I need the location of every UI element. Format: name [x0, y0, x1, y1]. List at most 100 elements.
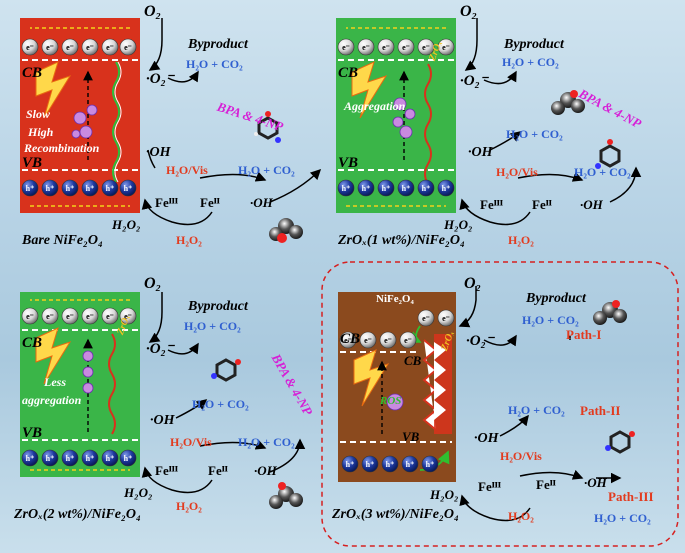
h2o-vis-label: H₂O/Vis — [500, 449, 542, 463]
electron-ball — [337, 38, 355, 56]
oh-label: ·OH — [474, 431, 499, 446]
cb-label-left: CB — [340, 331, 361, 347]
hole-ball — [119, 179, 137, 197]
hole-label: h⁺ — [46, 184, 55, 193]
hole-ball — [437, 179, 455, 197]
electron-label: e⁻ — [344, 336, 352, 345]
note-line-1: Aggregation — [344, 99, 406, 113]
electron-label: e⁻ — [362, 43, 370, 52]
semiconductor-1wt — [336, 18, 456, 213]
h2o2-bottom-label: H₂O₂ — [508, 233, 534, 247]
electron-ball — [417, 309, 435, 327]
hole-ball — [61, 449, 79, 467]
cb-label-right: CB — [404, 353, 422, 368]
hole-label: h⁺ — [442, 184, 451, 193]
electron-label: e⁻ — [382, 43, 390, 52]
h2o2-bottom-label: H₂O₂ — [508, 509, 534, 523]
hole-label: h⁺ — [346, 460, 355, 469]
electron-label: e⁻ — [422, 314, 430, 323]
hole-ball — [397, 179, 415, 197]
byproduct-label: Byproduct — [504, 37, 564, 52]
fe2-label: Feᴵᴵ — [200, 195, 220, 210]
electron-ball — [119, 38, 137, 56]
h2o-co2-label: H₂O + CO₂ — [186, 57, 243, 71]
hole-label: h⁺ — [406, 460, 415, 469]
electron-label: e⁻ — [404, 336, 412, 345]
hole-ball — [21, 179, 39, 197]
superoxide-label: ·O₂⁻ — [146, 71, 174, 87]
fe3-label: Feᴵᴵᴵ — [155, 195, 178, 210]
hole-ball — [421, 455, 439, 473]
electron-ball — [437, 309, 455, 327]
cb-label: CB — [338, 65, 359, 81]
electron-label: e⁻ — [442, 314, 450, 323]
hole-ball — [81, 179, 99, 197]
fe2-label: Feᴵᴵ — [208, 463, 228, 478]
highlight-border — [321, 261, 679, 547]
hole-ball — [381, 455, 399, 473]
hole-label: h⁺ — [124, 454, 133, 463]
electron-label: e⁻ — [106, 312, 114, 321]
o2-label: O₂ — [144, 275, 162, 292]
hole-ball — [357, 179, 375, 197]
electron-ball — [377, 38, 395, 56]
hole-ball — [361, 455, 379, 473]
note-line-3: Recombination — [24, 141, 100, 155]
electron-ball — [101, 307, 119, 325]
fe2-label: Feᴵᴵ — [532, 197, 552, 212]
hole-label: h⁺ — [342, 184, 351, 193]
h2o2-left-label: H₂O₂ — [444, 217, 473, 232]
hole-label: h⁺ — [46, 454, 55, 463]
electron-label: e⁻ — [86, 43, 94, 52]
oh2-label: ·OH — [254, 463, 277, 478]
electron-label: e⁻ — [26, 43, 34, 52]
oh-label: ·OH — [468, 145, 493, 160]
superoxide-label: ·O₂⁻ — [460, 73, 488, 89]
h2o2-left-label: H₂O₂ — [124, 485, 153, 500]
electron-ball — [81, 307, 99, 325]
electron-label: e⁻ — [442, 43, 450, 52]
path-1-label: Path-I — [566, 327, 602, 342]
electron-ball — [359, 331, 377, 349]
electron-label: e⁻ — [86, 312, 94, 321]
hole-label: h⁺ — [86, 184, 95, 193]
electron-ball — [101, 38, 119, 56]
hole-label: h⁺ — [66, 454, 75, 463]
hole-label: h⁺ — [362, 184, 371, 193]
cb-label: CB — [22, 65, 43, 81]
hole-ball — [61, 179, 79, 197]
electron-ball — [397, 38, 415, 56]
h2o-co2-b-label: H₂O + CO₂ — [594, 511, 651, 525]
byproduct-label: Byproduct — [188, 37, 248, 52]
hole-label: h⁺ — [386, 460, 395, 469]
h2o-vis-label: H₂O/Vis — [496, 165, 538, 179]
electron-ball — [61, 38, 79, 56]
hole-label: h⁺ — [366, 460, 375, 469]
hole-label: h⁺ — [426, 460, 435, 469]
caption-bare: Bare NiFe₂O₄ — [22, 233, 103, 248]
nife-label: NiFe₂O₄ — [376, 293, 414, 305]
hole-label: h⁺ — [402, 184, 411, 193]
superoxide-label: ·O₂⁻ — [146, 341, 174, 357]
electron-ball — [61, 307, 79, 325]
electron-label: e⁻ — [26, 312, 34, 321]
hole-label: h⁺ — [382, 184, 391, 193]
electron-ball — [81, 38, 99, 56]
hole-label: h⁺ — [86, 454, 95, 463]
hole-label: h⁺ — [26, 454, 35, 463]
fe3-label: Feᴵᴵᴵ — [478, 479, 501, 494]
ros-label: ROS — [380, 395, 402, 407]
note-line-1: Slow — [26, 107, 51, 121]
vb-label: VB — [22, 155, 43, 171]
electron-label: e⁻ — [66, 43, 74, 52]
hole-ball — [119, 449, 137, 467]
electron-label: e⁻ — [124, 43, 132, 52]
oh-label: ·OH — [146, 145, 171, 160]
electron-label: e⁻ — [422, 43, 430, 52]
o2-label: O₂ — [144, 3, 162, 20]
electron-label: e⁻ — [46, 312, 54, 321]
electron-ball — [21, 38, 39, 56]
semiconductor-2wt — [20, 292, 140, 477]
